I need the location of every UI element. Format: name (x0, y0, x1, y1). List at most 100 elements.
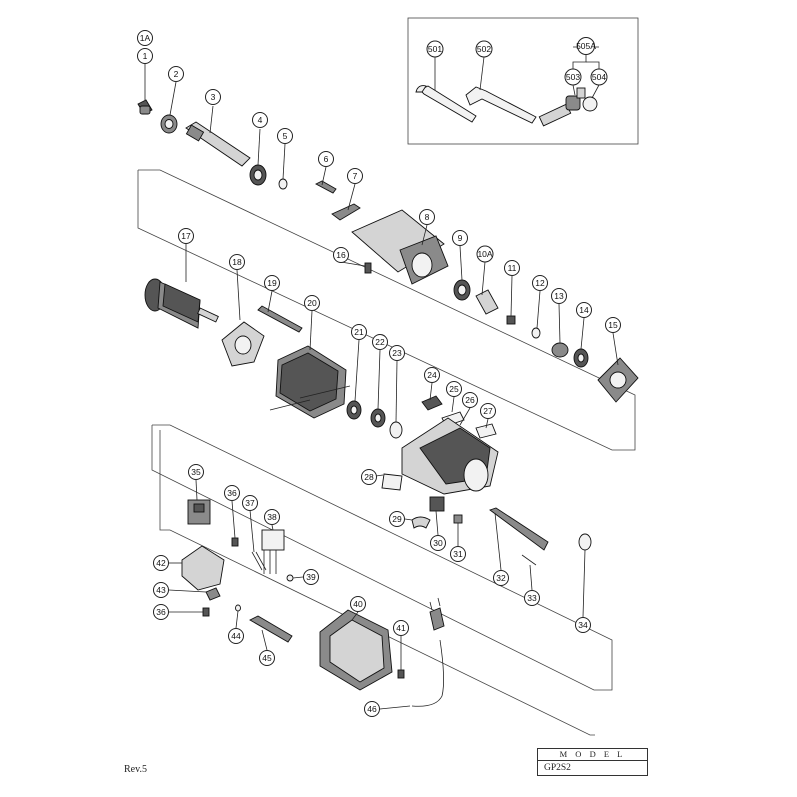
callout-24: 24 (424, 367, 440, 383)
svg-text:36: 36 (156, 607, 166, 617)
model-box: M O D E L GP2S2 (537, 748, 648, 776)
svg-text:39: 39 (306, 572, 316, 582)
bearing-21 (346, 400, 362, 420)
svg-text:1: 1 (143, 51, 148, 61)
svg-text:2: 2 (174, 69, 179, 79)
svg-text:12: 12 (535, 278, 545, 288)
callout-22: 22 (372, 334, 388, 350)
tail-cover-40 (319, 609, 393, 691)
housing-group-frame (151, 424, 613, 691)
svg-text:25: 25 (449, 384, 459, 394)
noise-suppressor-38 (261, 529, 285, 574)
callout-503: 503 (564, 68, 582, 86)
svg-text:31: 31 (453, 549, 463, 559)
washer-12 (531, 327, 541, 339)
bearing-9 (453, 279, 471, 301)
cord-46 (411, 597, 445, 707)
switch-holder-42 (181, 545, 225, 591)
svg-text:44: 44 (231, 631, 241, 641)
model-label: M O D E L (538, 749, 647, 761)
armature-17 (144, 278, 219, 329)
svg-text:7: 7 (353, 171, 358, 181)
svg-text:29: 29 (392, 514, 402, 524)
label-27 (475, 423, 497, 439)
svg-text:42: 42 (156, 558, 166, 568)
callout-37: 37 (242, 495, 258, 511)
svg-text:16: 16 (336, 250, 346, 260)
wrench-502 (465, 86, 537, 124)
svg-text:10A: 10A (477, 249, 492, 259)
svg-text:45: 45 (262, 653, 272, 663)
callout-3: 3 (205, 89, 221, 105)
svg-text:22: 22 (375, 337, 385, 347)
spring-33 (521, 554, 537, 566)
svg-text:28: 28 (364, 472, 374, 482)
plate-7 (331, 203, 361, 221)
callout-30: 30 (430, 535, 446, 551)
retaining-ring-5 (278, 178, 288, 190)
motor-housing-26 (401, 417, 499, 495)
clip-29 (411, 516, 431, 529)
callout-1: 1 (137, 48, 153, 64)
revision-label: Rev.5 (124, 764, 147, 775)
svg-text:19: 19 (267, 278, 277, 288)
washer-23 (389, 421, 403, 439)
nut-2 (160, 114, 178, 134)
armature-group-frame (137, 169, 636, 451)
callout-36b: 36 (153, 604, 169, 620)
svg-text:3: 3 (211, 92, 216, 102)
svg-text:43: 43 (156, 585, 166, 595)
callout-4: 4 (252, 112, 268, 128)
callout-502: 502 (475, 40, 493, 58)
housing-8 (351, 209, 449, 285)
svg-text:36: 36 (227, 488, 237, 498)
switch-35 (187, 499, 211, 525)
svg-text:505A: 505A (576, 41, 596, 51)
svg-text:40: 40 (353, 599, 363, 609)
wire-32 (489, 507, 549, 551)
svg-text:46: 46 (367, 704, 377, 714)
screw-36b (202, 607, 210, 617)
callout-33: 33 (524, 590, 540, 606)
screw-6 (315, 180, 337, 194)
callout-42: 42 (153, 555, 169, 571)
screw-41 (397, 669, 405, 679)
svg-text:11: 11 (508, 263, 517, 273)
callout-8: 8 (419, 209, 435, 225)
callout-27: 27 (480, 403, 496, 419)
stator-20 (269, 345, 351, 419)
svg-text:35: 35 (191, 467, 201, 477)
svg-text:21: 21 (354, 327, 364, 337)
svg-text:34: 34 (578, 620, 588, 630)
callout-504: 504 (590, 68, 608, 86)
svg-text:41: 41 (396, 623, 406, 633)
callout-6: 6 (318, 151, 334, 167)
label-28 (381, 473, 403, 491)
callout-7: 7 (347, 168, 363, 184)
svg-text:24: 24 (427, 370, 437, 380)
wrench-501 (415, 85, 477, 123)
nut-13 (551, 342, 569, 358)
svg-text:17: 17 (181, 231, 191, 241)
screw-16 (364, 262, 372, 274)
callout-25: 25 (446, 381, 462, 397)
callout-1a: 1A (137, 30, 153, 46)
collet-nut-1 (137, 99, 153, 115)
bearing-14 (573, 348, 589, 368)
svg-text:18: 18 (232, 257, 242, 267)
callout-46: 46 (364, 701, 380, 717)
ball-bearing-4 (249, 164, 267, 186)
clip-43 (205, 587, 221, 601)
callout-41: 41 (393, 620, 409, 636)
svg-text:6: 6 (324, 154, 329, 164)
sleeve-10a (475, 289, 499, 315)
callout-18: 18 (229, 254, 245, 270)
screw-19 (257, 305, 303, 333)
callout-2: 2 (168, 66, 184, 82)
svg-text:23: 23 (392, 348, 402, 358)
callout-35: 35 (188, 464, 204, 480)
svg-text:33: 33 (527, 593, 537, 603)
spanner-assembly-505a (538, 87, 598, 127)
callout-16: 16 (333, 247, 349, 263)
